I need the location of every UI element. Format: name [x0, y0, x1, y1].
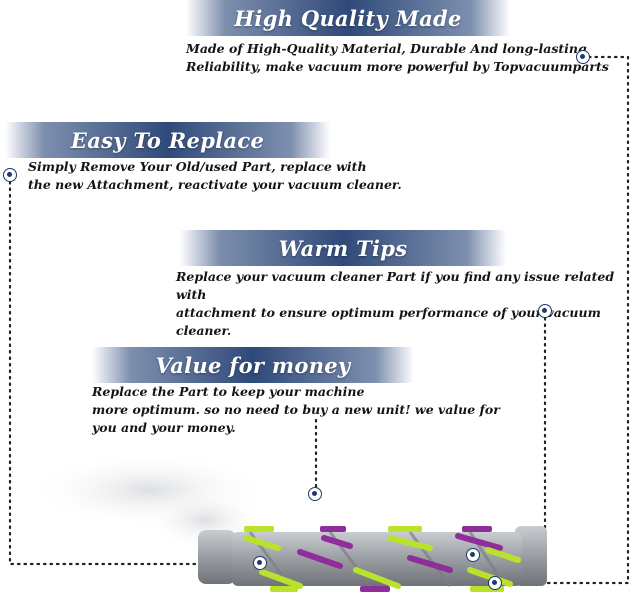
desc-warm-tips: Replace your vacuum cleaner Part if you … — [176, 269, 615, 338]
banner-high-quality: High Quality Made — [186, 0, 510, 36]
title-value-money: Value for money — [155, 352, 351, 378]
title-high-quality: High Quality Made — [234, 5, 462, 31]
brushroll-image — [30, 452, 547, 592]
desc-high-quality: Made of High-Quality Material, Durable A… — [186, 41, 609, 74]
marker-dot-icon — [308, 487, 322, 501]
marker-dot-icon — [253, 556, 267, 570]
title-warm-tips: Warm Tips — [278, 235, 408, 261]
banner-warm-tips: Warm Tips — [180, 230, 506, 266]
banner-value-money: Value for money — [92, 347, 414, 383]
desc-value-money: Replace the Part to keep your machine mo… — [92, 384, 500, 435]
marker-dot-icon — [466, 548, 480, 562]
title-easy-replace: Easy To Replace — [70, 127, 265, 153]
desc-easy-replace: Simply Remove Your Old/used Part, replac… — [28, 159, 402, 192]
banner-easy-replace: Easy To Replace — [5, 122, 330, 158]
marker-dot-icon — [538, 304, 552, 318]
marker-dot-icon — [576, 50, 590, 64]
marker-dot-icon — [488, 576, 502, 590]
marker-dot-icon — [3, 168, 17, 182]
